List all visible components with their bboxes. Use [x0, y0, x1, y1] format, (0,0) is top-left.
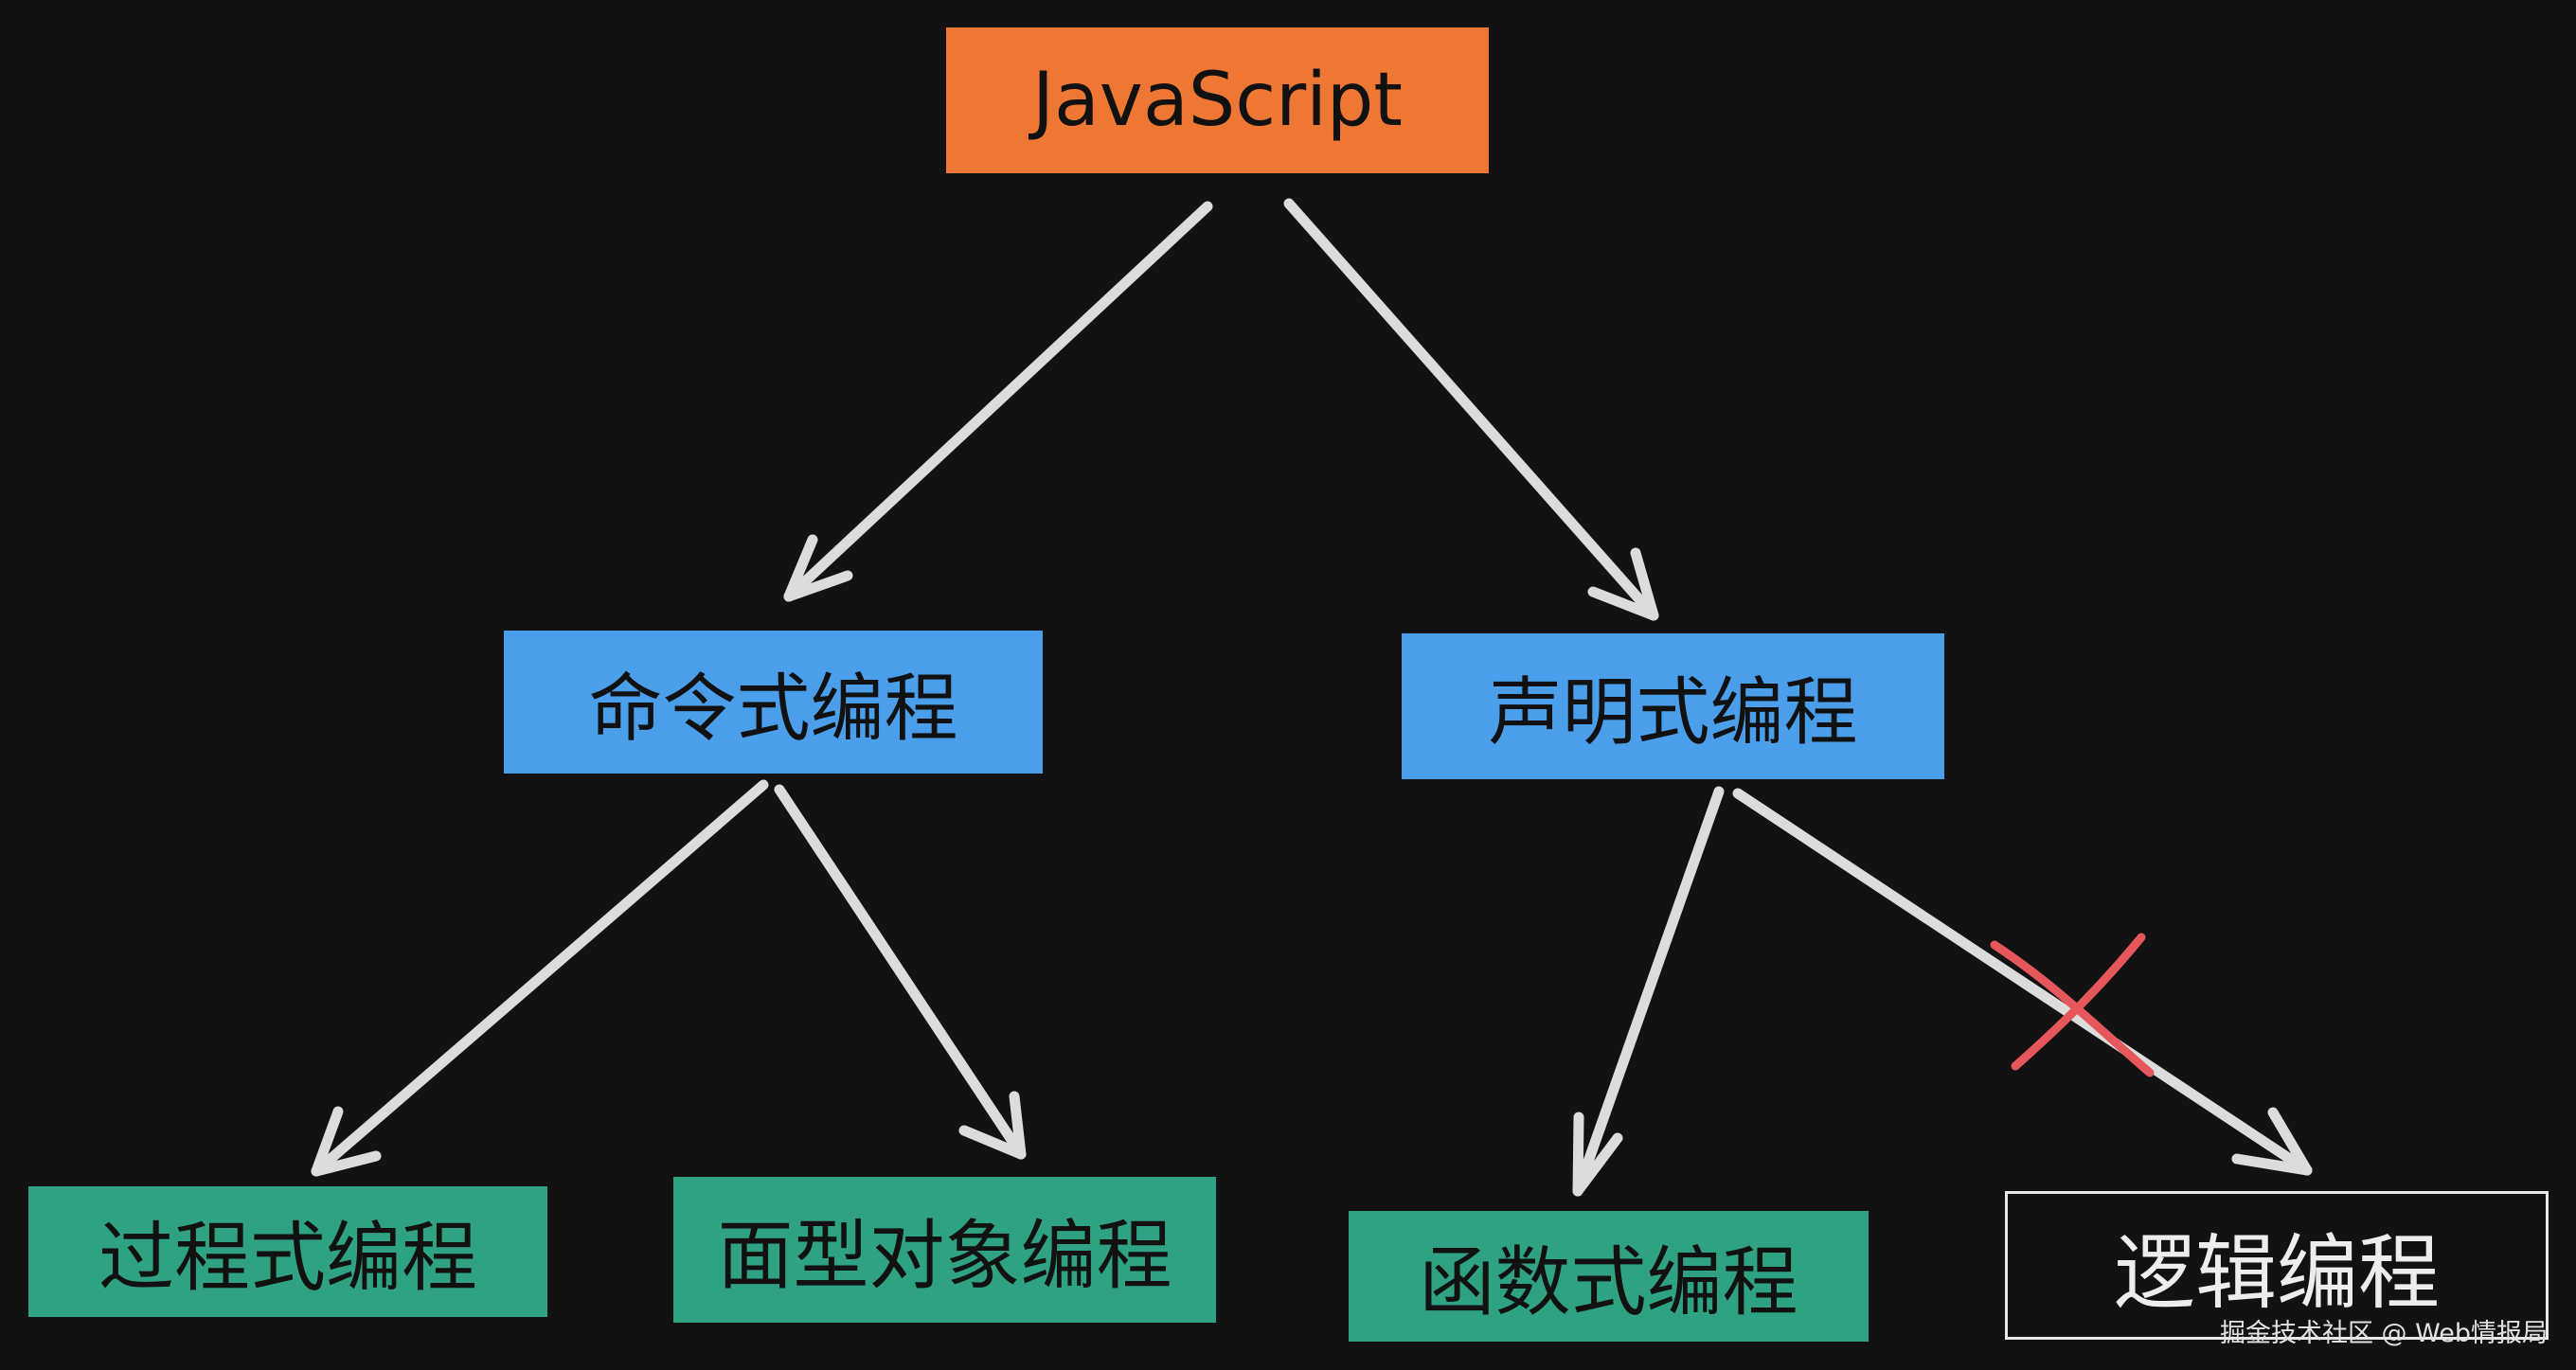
arrow-imperative-to-oop [774, 784, 1027, 1160]
node-functional-programming: 函数式编程 [1349, 1211, 1869, 1342]
node-procedural-programming: 过程式编程 [28, 1186, 547, 1317]
node-declarative-label: 声明式编程 [1488, 670, 1858, 756]
arrow-imperative-to-procedural [311, 779, 769, 1177]
node-imperative-label: 命令式编程 [588, 666, 958, 752]
node-oop-label: 面型对象编程 [717, 1212, 1172, 1300]
node-functional-label: 函数式编程 [1419, 1238, 1798, 1326]
watermark: 掘金技术社区 @ Web情报局 [2219, 1319, 2548, 1348]
node-object-oriented-programming: 面型对象编程 [673, 1177, 1216, 1323]
node-logic-programming: 逻辑编程 [2005, 1191, 2549, 1340]
arrow-declarative-to-logic [1732, 788, 2313, 1176]
node-imperative-programming: 命令式编程 [504, 631, 1043, 774]
node-javascript-label: JavaScript [1032, 58, 1403, 143]
node-logic-label: 逻辑编程 [2114, 1226, 2440, 1321]
node-procedural-label: 过程式编程 [98, 1214, 477, 1302]
node-javascript: JavaScript [946, 27, 1489, 173]
node-declarative-programming: 声明式编程 [1402, 633, 1944, 779]
arrow-root-to-declarative [1283, 198, 1659, 621]
arrow-declarative-to-functional [1572, 786, 1725, 1197]
arrow-root-to-imperative [783, 201, 1213, 602]
cross-mark [1990, 933, 2155, 1077]
